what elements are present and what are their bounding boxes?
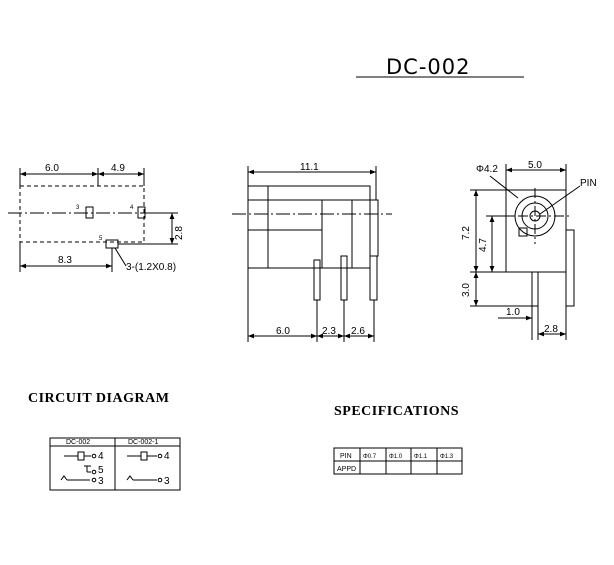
side-dim-bottom-2: 2.3 <box>322 326 336 337</box>
end-dim-width: 5.0 <box>528 160 542 171</box>
front-dim-bottom: 8.3 <box>58 255 72 266</box>
side-dim-bottom-3: 2.6 <box>351 326 365 337</box>
circuit-diagram-heading: CIRCUIT DIAGRAM <box>28 391 169 406</box>
end-dim-bottom-b: 2.8 <box>544 324 558 335</box>
circuit-right-pin-3: 3 <box>164 476 170 487</box>
circuit-left-pin-3: 3 <box>98 476 104 487</box>
end-dim-pin-length: 3.0 <box>461 283 472 297</box>
spec-pin-value-3: Φ1.1 <box>414 454 428 460</box>
circuit-diagram-table <box>49 437 181 491</box>
spec-pin-value-4: Φ1.3 <box>440 454 454 460</box>
side-view <box>232 166 392 342</box>
spec-row-label-pin: PIN <box>340 453 352 460</box>
circuit-left-pin-5: 5 <box>98 465 104 476</box>
circuit-right-terminal-4 <box>157 453 163 459</box>
side-dim-bottom-1: 6.0 <box>276 326 290 337</box>
front-pin-label-4: 4 <box>130 205 134 211</box>
title-block: DC-002 <box>356 55 524 79</box>
front-pin-label-3: 3 <box>76 205 80 211</box>
end-dim-diameter: Φ4.2 <box>476 164 498 175</box>
spec-pin-value-1: Φ0.7 <box>363 454 377 460</box>
end-pin-label: PIN <box>580 178 597 189</box>
circuit-right-pin-4: 4 <box>164 451 170 462</box>
circuit-left-terminal-5 <box>91 469 97 475</box>
spec-row-label-appd: APPD <box>337 466 356 473</box>
front-hole-note: 3-(1.2X0.8) <box>126 262 176 273</box>
end-view <box>470 164 581 340</box>
front-view <box>8 168 178 272</box>
front-dim-right: 2.8 <box>174 226 185 240</box>
circuit-right-terminal-3 <box>157 477 163 483</box>
spec-pin-value-2: Φ1.0 <box>389 454 403 460</box>
front-pin-label-5: 5 <box>99 236 103 242</box>
circuit-col-dc-002: DC-002 <box>66 439 90 446</box>
specifications-heading: SPECIFICATIONS <box>334 404 459 419</box>
end-dim-height-total: 7.2 <box>461 226 472 240</box>
circuit-left-terminal-4 <box>91 453 97 459</box>
side-dim-top: 11.1 <box>300 162 319 173</box>
end-dim-bottom-a: 1.0 <box>506 307 520 318</box>
front-dim-top-left: 6.0 <box>45 163 59 174</box>
circuit-left-terminal-3 <box>91 477 97 483</box>
circuit-left-pin-4: 4 <box>98 451 104 462</box>
circuit-col-dc-002-1: DC-002-1 <box>128 439 158 446</box>
front-dim-top-right: 4.9 <box>111 163 125 174</box>
end-dim-height-center: 4.7 <box>478 238 489 252</box>
specifications-table <box>333 447 463 475</box>
drawing-title: DC-002 <box>386 55 471 79</box>
